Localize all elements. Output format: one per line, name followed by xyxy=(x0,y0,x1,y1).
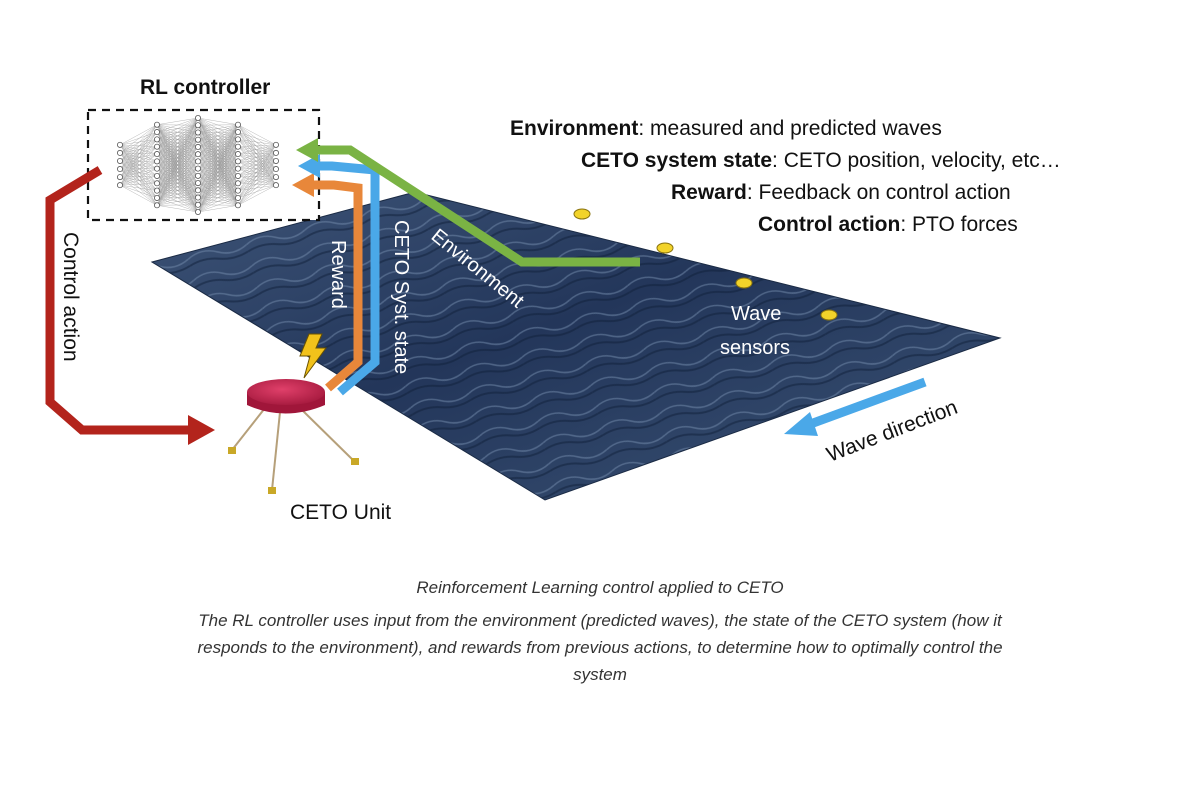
nn-node xyxy=(154,122,159,127)
legend-desc: : CETO position, velocity, etc… xyxy=(772,149,1061,172)
wave-sensors-label-1: Wave xyxy=(731,303,781,325)
nn-node xyxy=(195,137,200,142)
nn-node xyxy=(154,181,159,186)
legend-desc: : measured and predicted waves xyxy=(638,117,942,140)
nn-node xyxy=(195,130,200,135)
nn-node xyxy=(235,129,240,134)
caption-line-1: The RL controller uses input from the en… xyxy=(0,607,1200,634)
legend-term: CETO system state xyxy=(581,149,772,172)
nn-node xyxy=(235,137,240,142)
nn-node xyxy=(195,166,200,171)
nn-node xyxy=(273,142,278,147)
nn-node xyxy=(235,181,240,186)
nn-node xyxy=(117,158,122,163)
nn-node xyxy=(195,188,200,193)
legend-term: Control action xyxy=(758,213,900,236)
caption-line-2: responds to the environment), and reward… xyxy=(0,634,1200,661)
nn-node xyxy=(235,122,240,127)
nn-node xyxy=(195,209,200,214)
nn-node xyxy=(235,151,240,156)
rl-controller-title: RL controller xyxy=(140,76,270,100)
nn-node xyxy=(117,183,122,188)
nn-node xyxy=(273,166,278,171)
nn-node xyxy=(154,159,159,164)
legend-term: Environment xyxy=(510,117,638,140)
nn-node xyxy=(154,203,159,208)
legend-reward: Reward: Feedback on control action xyxy=(671,181,1011,205)
wave-sensors-label-2: sensors xyxy=(720,337,790,359)
nn-node xyxy=(195,173,200,178)
nn-node xyxy=(195,195,200,200)
nn-node xyxy=(195,159,200,164)
nn-node xyxy=(195,152,200,157)
nn-node xyxy=(195,180,200,185)
legend-environment: Environment: measured and predicted wave… xyxy=(510,117,942,141)
nn-node xyxy=(195,144,200,149)
legend-control-action: Control action: PTO forces xyxy=(758,213,1018,237)
nn-node xyxy=(195,202,200,207)
nn-node xyxy=(117,142,122,147)
nn-node xyxy=(117,150,122,155)
nn-node xyxy=(154,195,159,200)
nn-node xyxy=(235,144,240,149)
nn-node xyxy=(154,151,159,156)
wave-direction-label: Wave direction xyxy=(824,396,961,467)
nn-node xyxy=(273,150,278,155)
ceto-state-label: CETO Syst. state xyxy=(390,220,412,374)
nn-node xyxy=(195,115,200,120)
nn-node xyxy=(273,183,278,188)
nn-node xyxy=(154,173,159,178)
nn-node xyxy=(154,137,159,142)
nn-node xyxy=(273,158,278,163)
nn-node xyxy=(154,166,159,171)
sea-surface xyxy=(152,192,1000,500)
nn-node xyxy=(235,203,240,208)
legend-desc: : PTO forces xyxy=(900,213,1017,236)
nn-node xyxy=(154,188,159,193)
nn-node xyxy=(117,166,122,171)
nn-node xyxy=(154,129,159,134)
ceto-buoy-icon xyxy=(228,379,359,494)
legend-ceto-state: CETO system state: CETO position, veloci… xyxy=(581,149,1061,173)
nn-node xyxy=(235,195,240,200)
nn-node xyxy=(195,123,200,128)
nn-node xyxy=(154,144,159,149)
rl-controller-box xyxy=(88,110,319,220)
legend-term: Reward xyxy=(671,181,747,204)
nn-node xyxy=(235,159,240,164)
nn-node xyxy=(235,188,240,193)
legend-desc: : Feedback on control action xyxy=(747,181,1011,204)
reward-label: Reward xyxy=(327,240,349,309)
ceto-unit-label: CETO Unit xyxy=(290,501,391,524)
nn-node xyxy=(235,166,240,171)
nn-node xyxy=(235,173,240,178)
caption-title: Reinforcement Learning control applied t… xyxy=(0,574,1200,601)
nn-node xyxy=(273,174,278,179)
control-action-label: Control action xyxy=(59,232,82,362)
nn-node xyxy=(117,174,122,179)
caption-line-3: system xyxy=(0,661,1200,688)
